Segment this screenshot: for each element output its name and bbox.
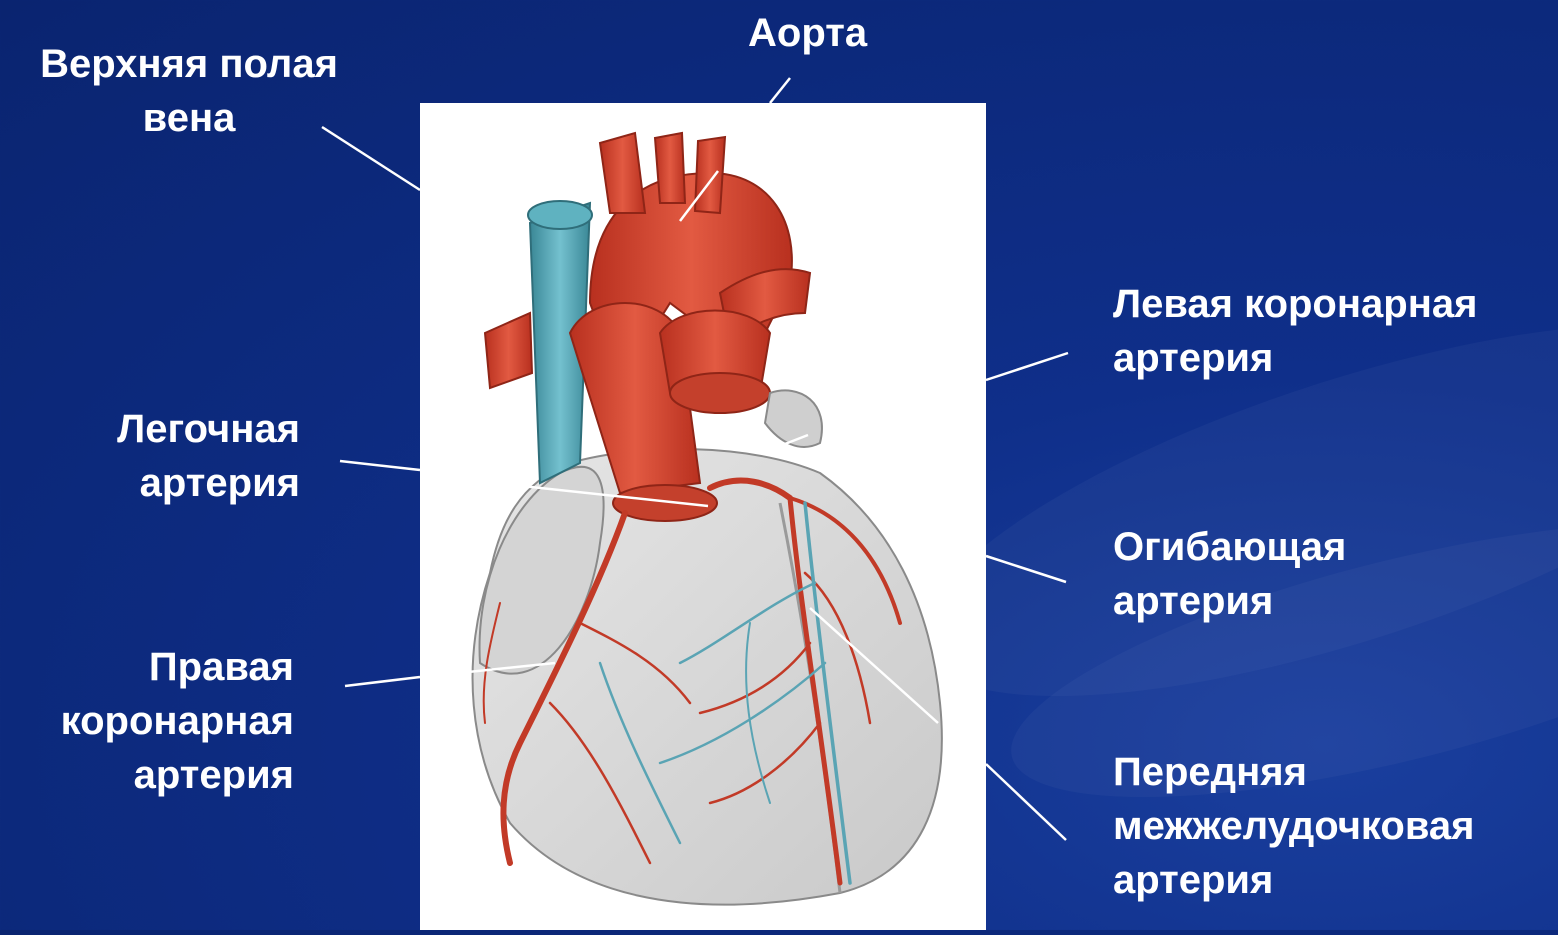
leader-line-aorta [770,78,790,103]
leader-line-anterior-ia [986,764,1066,840]
leader-line-right-coronary [345,677,420,686]
leader-line-circumflex [986,556,1066,582]
leader-line-pulmonary [340,461,420,470]
leader-line-left-coronary [986,353,1068,380]
leader-line-svc [322,127,420,190]
